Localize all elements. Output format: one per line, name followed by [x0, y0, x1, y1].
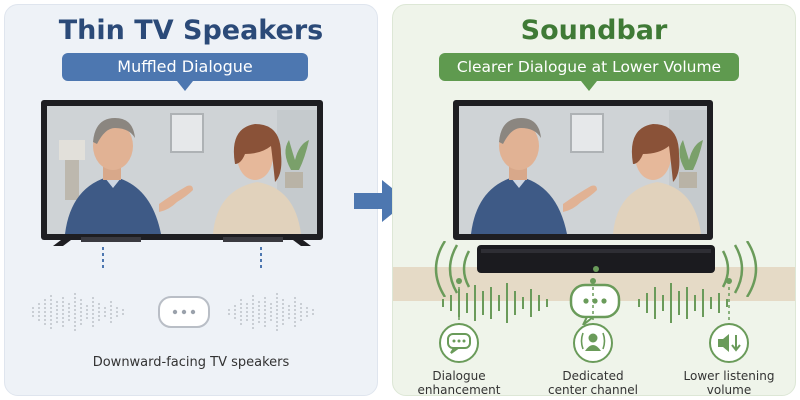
thin-tv-speakers-panel: Thin TV Speakers Muffled Dialogue [4, 4, 378, 396]
feature-line2: enhancement [417, 383, 501, 396]
feature-center-channel: Dedicated center channel [538, 323, 648, 396]
muffled-dialogue-banner: Muffled Dialogue [62, 53, 308, 91]
banner-pointer-icon [581, 81, 597, 91]
center-channel-icon [573, 323, 613, 363]
tv-illustration [41, 100, 323, 246]
feature-dialogue-enhancement: Dialogue enhancement [404, 323, 514, 396]
feature-connectors [456, 278, 732, 325]
right-banner-label: Clearer Dialogue at Lower Volume [456, 58, 722, 76]
feature-lower-volume: Lower listening volume [674, 323, 784, 396]
left-panel-title: Thin TV Speakers [58, 15, 324, 46]
clearer-dialogue-banner: Clearer Dialogue at Lower Volume [439, 53, 739, 91]
downward-sound-lines [102, 247, 262, 269]
muffled-sound-waves [32, 293, 314, 331]
feature-line2: volume [706, 383, 752, 396]
banner-pointer-icon [177, 81, 193, 91]
feature-line1: Dedicated [562, 369, 624, 383]
soundbar [477, 245, 715, 273]
feature-line2: center channel [548, 383, 638, 396]
clear-voice-waveform [442, 283, 728, 325]
left-banner-label: Muffled Dialogue [117, 57, 253, 76]
right-panel-title: Soundbar [520, 15, 668, 46]
left-sound-waves [434, 241, 471, 297]
volume-down-icon [709, 323, 749, 363]
soundbar-panel: Soundbar Clearer Dialogue at Lower Volum… [392, 4, 796, 396]
speech-bubble-icon [439, 323, 479, 363]
left-caption: Downward-facing TV speakers [92, 355, 290, 370]
feature-line1: Lower listening [683, 369, 775, 383]
feature-line1: Dialogue [432, 369, 486, 383]
right-sound-waves [721, 241, 758, 297]
tv-illustration [453, 100, 713, 240]
